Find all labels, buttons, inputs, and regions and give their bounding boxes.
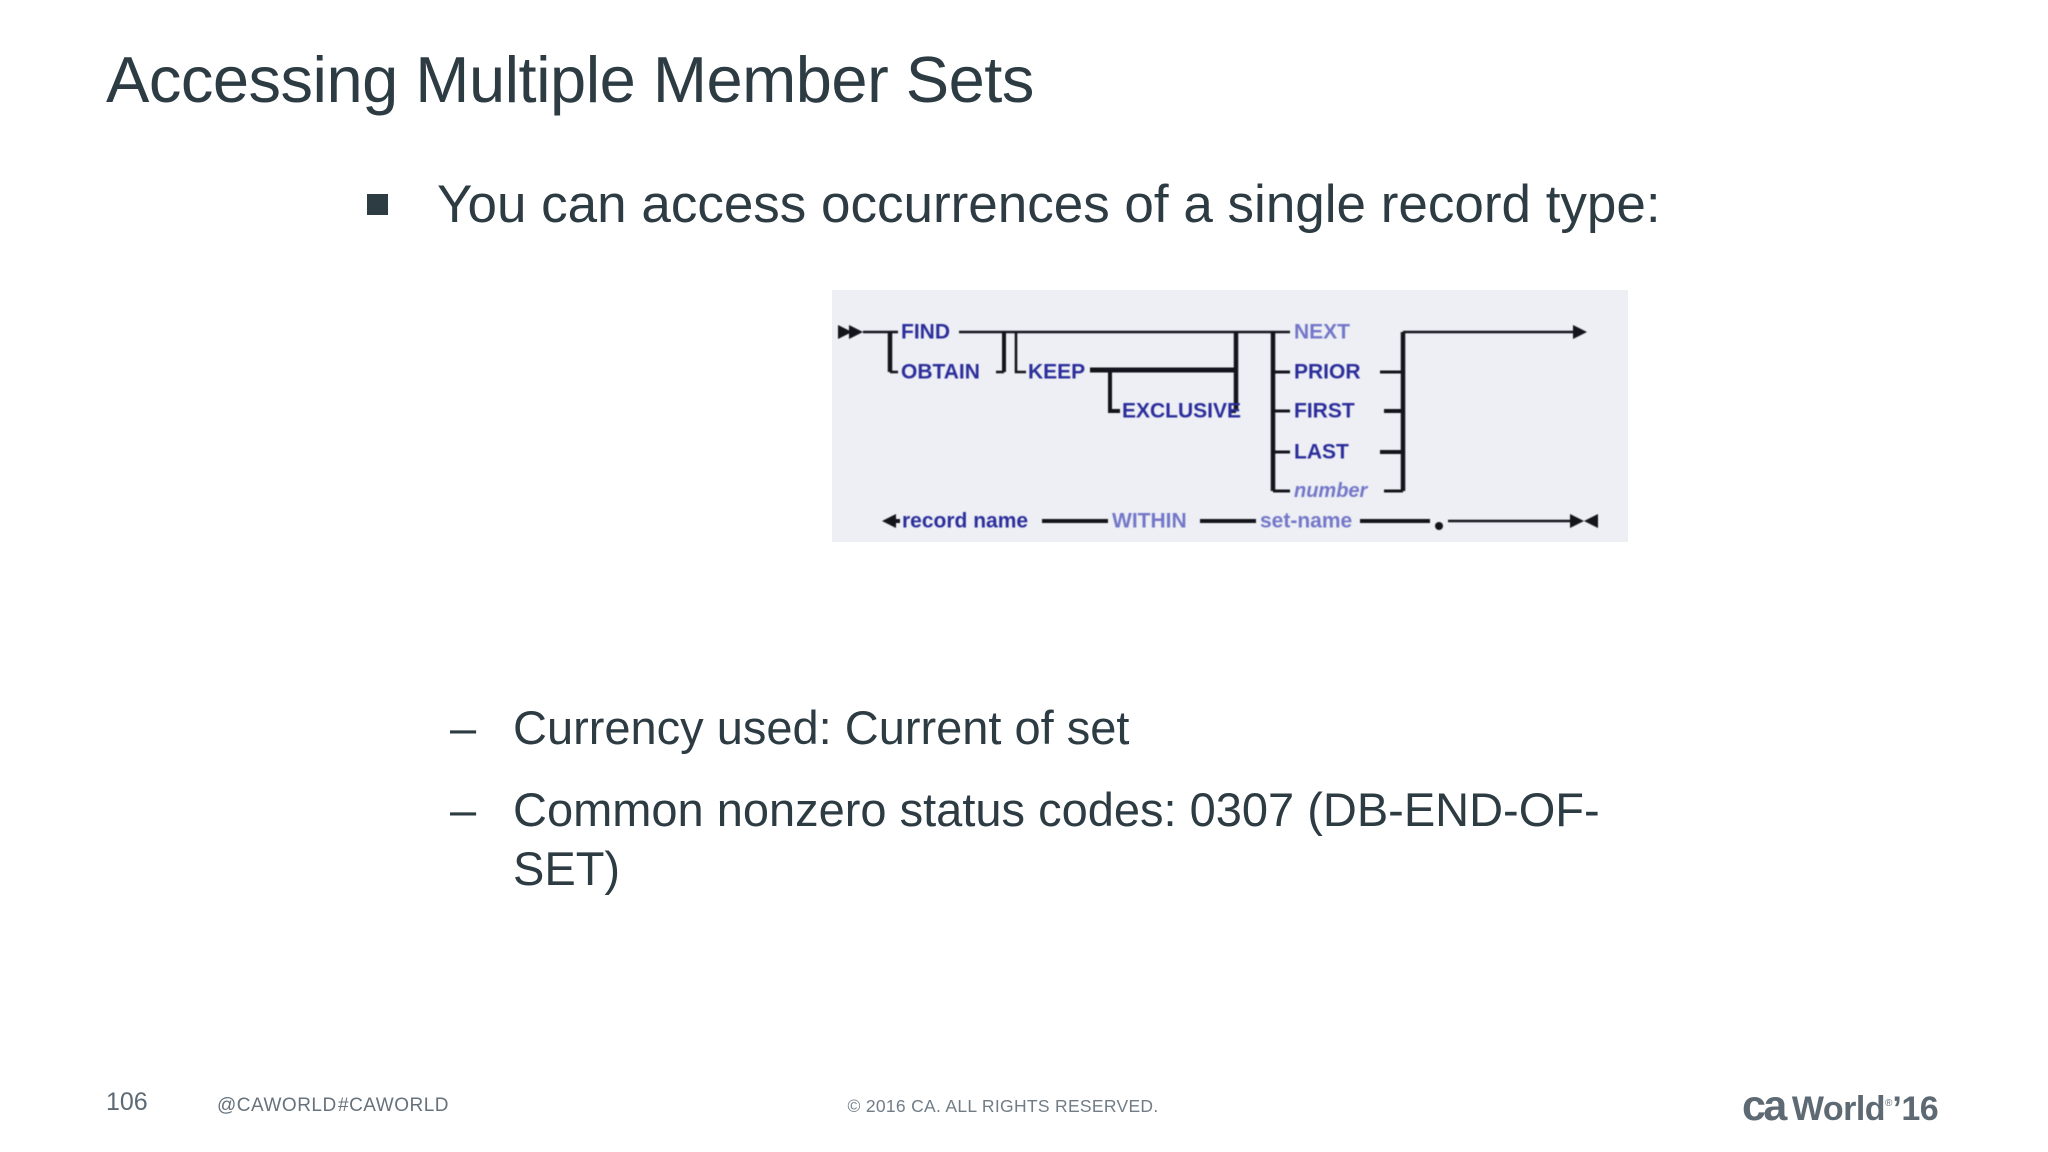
variable-number: number xyxy=(1294,480,1369,502)
page-number: 106 xyxy=(106,1088,148,1116)
keyword-first: FIRST xyxy=(1294,400,1355,423)
copyright-text: © 2016 CA. ALL RIGHTS RESERVED. xyxy=(847,1096,1159,1116)
keyword-exclusive: EXCLUSIVE xyxy=(1122,400,1241,423)
railroad-diagram-svg: FIND OBTAIN KEEP EXCLUSIVE NEXT PRIOR FI… xyxy=(838,321,1598,533)
logo-world-text: World xyxy=(1791,1090,1886,1128)
bullet-text: You can access occurrences of a single r… xyxy=(437,175,1661,234)
keyword-obtain: OBTAIN xyxy=(901,361,980,384)
footer-social-handle: @CAWORLD xyxy=(217,1095,337,1116)
footer-social-hashtag: #CAWORLD xyxy=(338,1095,449,1116)
railroad-labels: FIND OBTAIN KEEP EXCLUSIVE NEXT PRIOR FI… xyxy=(901,321,1369,533)
registered-trademark-icon: ® xyxy=(1885,1098,1893,1109)
page-title: Accessing Multiple Member Sets xyxy=(106,43,1034,116)
keyword-last: LAST xyxy=(1294,441,1349,464)
list-item: – Common nonzero status codes: 0307 (DB-… xyxy=(450,780,1750,899)
logo-year-text: ’16 xyxy=(1892,1090,1939,1128)
keyword-next: NEXT xyxy=(1294,321,1350,344)
dash-marker: – xyxy=(450,782,477,836)
ca-logo-mark: ca xyxy=(1742,1082,1787,1130)
keyword-within: WITHIN xyxy=(1112,510,1187,533)
dash-marker: – xyxy=(450,701,477,754)
variable-set-name: set-name xyxy=(1260,510,1352,533)
bullet-square-icon xyxy=(367,194,388,215)
keyword-keep: KEEP xyxy=(1028,361,1085,384)
sub-bullet-text-status-codes: Common nonzero status codes: 0307 (DB-EN… xyxy=(513,782,1600,896)
sub-bullet-text-currency: Currency used: Current of set xyxy=(513,701,1130,754)
sub-bullet-list: – Currency used: Current of set – Common… xyxy=(450,698,1750,921)
keyword-find: FIND xyxy=(901,321,950,344)
variable-record-name: record name xyxy=(902,510,1028,533)
list-item: – Currency used: Current of set xyxy=(450,698,1750,758)
keyword-prior: PRIOR xyxy=(1294,361,1361,384)
syntax-diagram: FIND OBTAIN KEEP EXCLUSIVE NEXT PRIOR FI… xyxy=(832,290,1628,542)
railroad-lines xyxy=(838,325,1598,530)
